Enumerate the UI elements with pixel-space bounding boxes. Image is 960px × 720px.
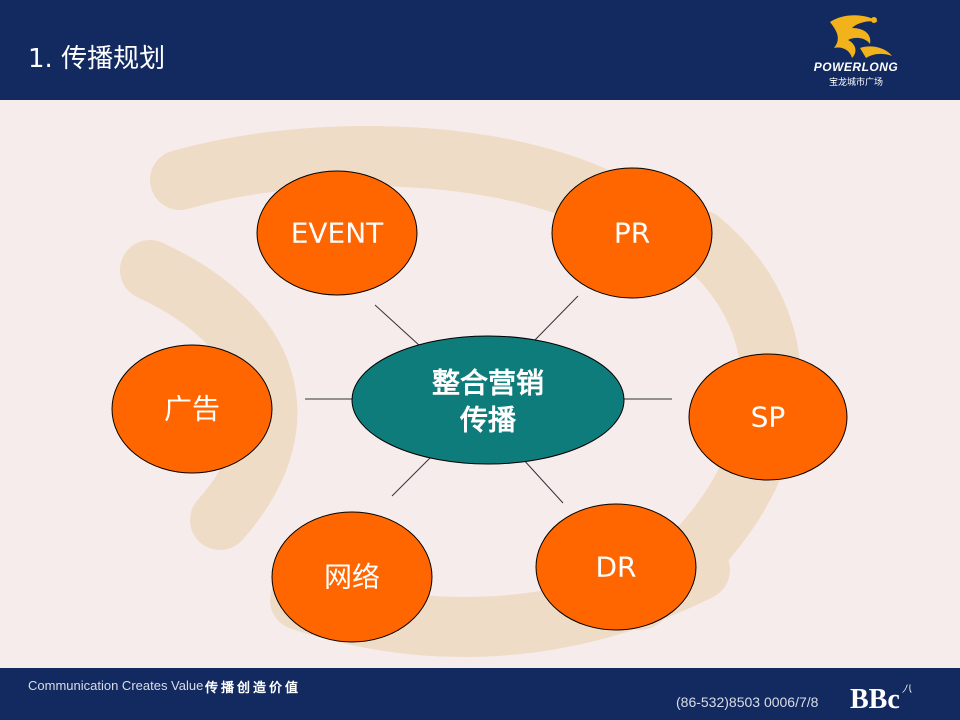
logo-brand: POWERLONG	[813, 60, 899, 74]
node-ad: 广告	[111, 344, 273, 474]
node-event-label: EVENT	[291, 217, 384, 250]
slide-title: 1. 传播规划	[28, 44, 166, 74]
bbc-logo: BBc	[850, 684, 900, 715]
center-label-line2: 传播	[459, 404, 517, 437]
bbc-logo-mark: 八	[902, 684, 912, 695]
center-node: 整合营销 传播	[351, 335, 625, 465]
node-event: EVENT	[256, 170, 418, 296]
powerlong-logo-icon	[830, 15, 892, 58]
node-network-label: 网络	[324, 561, 380, 594]
slide-header: 1. 传播规划	[0, 0, 960, 100]
node-dr-label: DR	[595, 551, 636, 584]
footer-tagline-en: Communication Creates Value	[28, 678, 204, 693]
footer-phone: (86-532)8503 0006/7/8	[676, 694, 819, 710]
connector-dr	[521, 457, 564, 504]
node-sp-label: SP	[751, 401, 786, 434]
node-pr-label: PR	[614, 217, 650, 250]
center-label-line1: 整合营销	[432, 367, 544, 400]
node-sp: SP	[688, 353, 848, 481]
connector-lines	[305, 295, 672, 504]
connector-event	[374, 304, 421, 347]
slide-footer: Communication Creates Value 传播创造价值 (86-5…	[0, 668, 960, 720]
footer-tagline-cn: 传播创造价值	[205, 681, 302, 696]
connector-pr	[532, 295, 579, 343]
ime-diagram: EVENT PR 广告 SP 网络 DR 整合营销 传播	[111, 126, 848, 658]
connector-network	[391, 455, 433, 497]
node-dr: DR	[535, 503, 697, 631]
node-ad-label: 广告	[164, 393, 220, 426]
node-network: 网络	[271, 511, 433, 643]
logo-subtitle: 宝龙城市广场	[828, 78, 883, 88]
node-pr: PR	[551, 167, 713, 299]
slide-content: EVENT PR 广告 SP 网络 DR 整合营销 传播	[0, 100, 960, 668]
